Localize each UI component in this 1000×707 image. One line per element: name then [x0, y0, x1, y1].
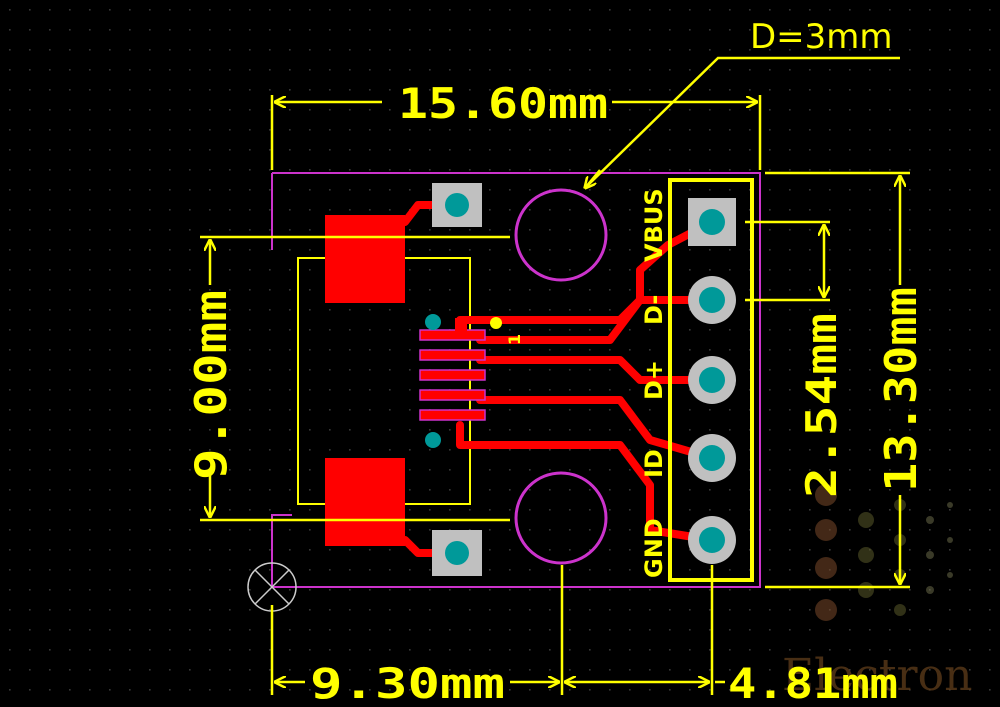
pin-label-dminus: D- [640, 295, 668, 325]
dim-board-width: 15.60mm [398, 79, 608, 128]
pin-label-gnd: GND [640, 518, 668, 578]
pin-label-vbus: VBUS [640, 188, 668, 262]
pin1-dot [490, 317, 502, 329]
dim-board-height: 13.30mm [876, 287, 927, 492]
header-pin-dplus [688, 356, 736, 404]
header-pin-vbus [688, 198, 736, 246]
origin-marker [247, 562, 297, 612]
watermark-text: Electron [782, 650, 972, 701]
usb-connector-outline [297, 257, 471, 505]
header-pin-id [688, 434, 736, 482]
header-pin-gnd [688, 516, 736, 564]
pin-label-id: ID [640, 449, 668, 478]
dim-hole-diameter: D=3mm [750, 17, 893, 57]
pin1-marker-label: 1 [505, 334, 524, 345]
locating-hole-bottom [425, 432, 441, 448]
shield-pad-bottom [325, 458, 405, 546]
usb-signal-pads [419, 329, 486, 421]
dim-left-offset: 9.30mm [310, 659, 505, 707]
mounting-hole-bottom [514, 471, 608, 565]
locating-hole-top [425, 314, 441, 330]
pin1-pad-stub [455, 318, 467, 338]
shield-thru-pad-bottom [432, 530, 482, 576]
copper-traces [401, 201, 716, 557]
dimension-lines [200, 56, 910, 695]
pin-label-dplus: D+ [640, 360, 668, 400]
mounting-hole-top [514, 188, 608, 282]
dim-right-offset: 4.81mm [728, 659, 898, 707]
shield-pad-top [325, 215, 405, 303]
dim-connector-width: 9.00mm [186, 290, 237, 480]
header-pin-dminus [688, 276, 736, 324]
dim-pin-pitch: 2.54mm [797, 313, 846, 498]
shield-thru-pad-top [432, 183, 482, 227]
